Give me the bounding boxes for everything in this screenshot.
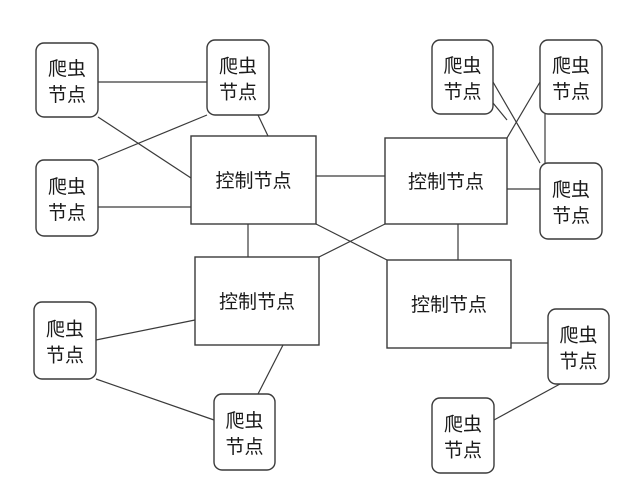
control-node-label: 控制节点 <box>408 171 484 193</box>
crawler-node-box <box>35 42 99 118</box>
crawler-node-box <box>33 301 97 380</box>
crawler-node-box <box>206 39 270 116</box>
crawler-node-label-line1: 爬虫 <box>559 325 597 347</box>
control-node-3: 控制节点 <box>194 256 320 346</box>
edge-c1-c4 <box>315 223 388 261</box>
control-node-label: 控制节点 <box>411 294 487 316</box>
crawler-node-label-line2: 节点 <box>559 351 597 373</box>
control-node-box <box>190 135 317 225</box>
crawler-node-label-line2: 节点 <box>443 81 481 103</box>
crawler-node-box <box>431 397 495 474</box>
edge-s8-c3 <box>257 344 284 395</box>
edge-s7-s8 <box>95 378 215 421</box>
edge-s3-s2 <box>97 114 208 161</box>
crawler-node-label-line2: 节点 <box>46 345 84 367</box>
control-node-label: 控制节点 <box>219 291 295 313</box>
crawler-node-label-line2: 节点 <box>48 202 86 224</box>
control-node-label: 控制节点 <box>215 170 291 192</box>
crawler-node-box <box>547 308 610 385</box>
crawler-node-label-line1: 爬虫 <box>225 410 263 432</box>
crawler-node-label-line2: 节点 <box>48 84 86 106</box>
crawler-node-label-line1: 爬虫 <box>48 58 86 80</box>
crawler-node-label-line2: 节点 <box>225 436 263 458</box>
crawler-node-label-line1: 爬虫 <box>552 179 590 201</box>
control-node-2: 控制节点 <box>384 137 508 225</box>
edge-s5-c2 <box>506 81 541 139</box>
crawler-node-label-line1: 爬虫 <box>219 56 257 78</box>
edge-c2-c3 <box>318 223 386 258</box>
crawler-node-box <box>213 393 276 471</box>
crawler-node-label-line2: 节点 <box>552 205 590 227</box>
crawler-node-label-line1: 爬虫 <box>552 55 590 77</box>
edge-s4-c2 <box>492 102 508 121</box>
control-node-box <box>194 256 320 346</box>
crawler-node-box <box>431 39 494 115</box>
nodes: 控制节点控制节点控制节点控制节点爬虫节点爬虫节点爬虫节点爬虫节点爬虫节点爬虫节点… <box>33 39 610 474</box>
edge-s2-c1 <box>257 114 269 137</box>
edge-s1-c1 <box>97 116 192 179</box>
edge-s7-c3 <box>95 319 196 341</box>
crawler-node-label-line1: 爬虫 <box>444 414 482 436</box>
edge-s9-s10 <box>493 383 561 421</box>
crawler-node-label-line2: 节点 <box>552 81 590 103</box>
crawler-node-label-line2: 节点 <box>444 440 482 462</box>
control-node-box <box>384 137 508 225</box>
control-node-box <box>386 259 512 349</box>
control-node-1: 控制节点 <box>190 135 317 225</box>
crawler-node-box <box>35 159 99 237</box>
crawler-node-label-line1: 爬虫 <box>48 176 86 198</box>
connection-lines <box>95 81 561 421</box>
crawler-node-label-line2: 节点 <box>219 82 257 104</box>
crawler-node-box <box>539 39 603 115</box>
crawler-node-label-line1: 爬虫 <box>46 319 84 341</box>
crawler-node-box <box>539 162 603 240</box>
control-node-4: 控制节点 <box>386 259 512 349</box>
crawler-node-label-line1: 爬虫 <box>443 55 481 77</box>
